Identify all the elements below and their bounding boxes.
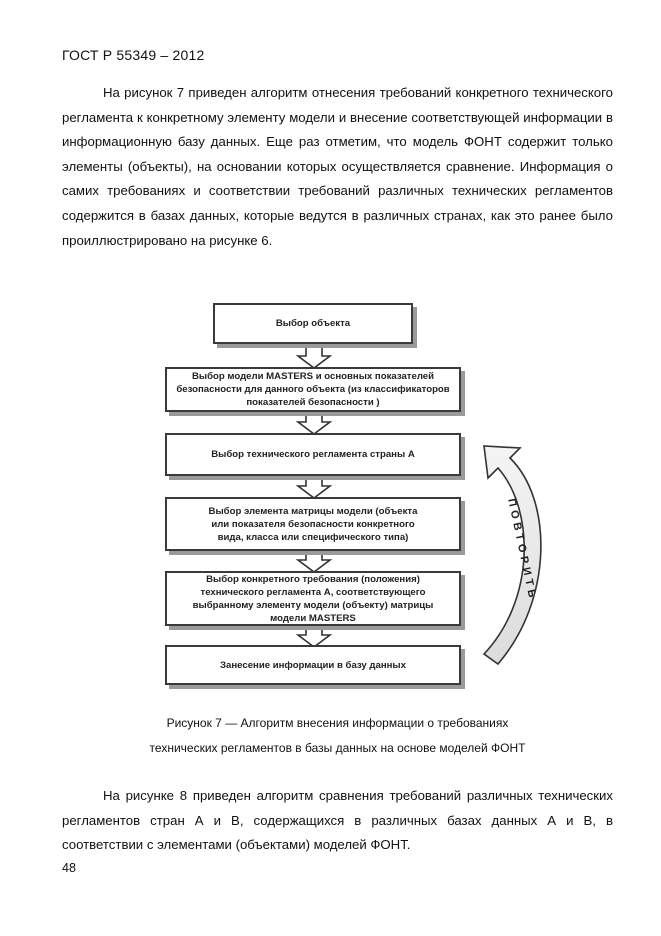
next-paragraph: На рисунке 8 приведен алгоритм сравнения… bbox=[62, 788, 613, 853]
down-arrow-icon bbox=[295, 624, 333, 648]
figure-caption-line1: Рисунок 7 — Алгоритм внесения информации… bbox=[166, 716, 509, 730]
page-number: 48 bbox=[62, 861, 76, 875]
flow-step-select-model: Выбор модели MASTERS и основных показате… bbox=[165, 367, 461, 412]
flow-step-select-object: Выбор объекта bbox=[213, 303, 413, 344]
flow-step-select-requirement: Выбор конкретного требования (положения)… bbox=[165, 571, 461, 626]
flow-step-select-matrix-element: Выбор элемента матрицы модели (объекта и… bbox=[165, 497, 461, 551]
flow-step-save-to-database: Занесение информации в базу данных bbox=[165, 645, 461, 685]
down-arrow-icon bbox=[295, 474, 333, 499]
intro-paragraph: На рисунок 7 приведен алгоритм отнесения… bbox=[62, 85, 613, 248]
down-arrow-icon bbox=[295, 410, 333, 435]
down-arrow-icon bbox=[295, 344, 333, 369]
repeat-arrow-icon bbox=[482, 445, 542, 666]
figure-caption-line2: технических регламентов в базы данных на… bbox=[149, 741, 526, 755]
down-arrow-icon bbox=[295, 549, 333, 573]
document-header: ГОСТ Р 55349 – 2012 bbox=[62, 47, 205, 63]
flow-step-select-regulation: Выбор технического регламента страны А bbox=[165, 433, 461, 476]
